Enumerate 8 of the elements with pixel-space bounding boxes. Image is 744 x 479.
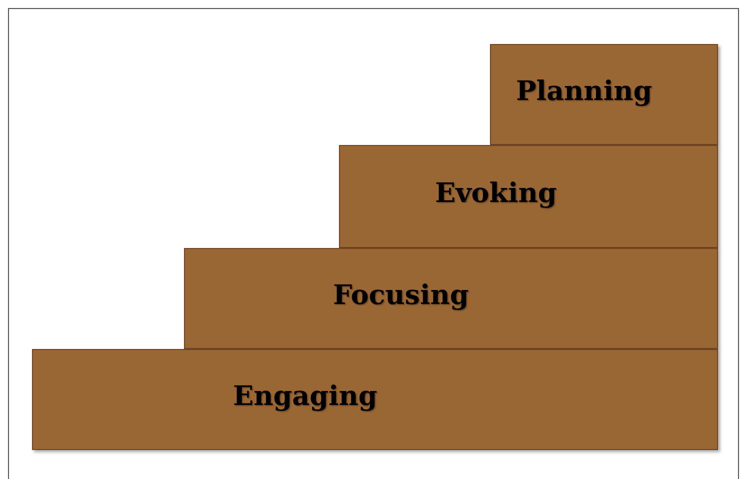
stair-step [339, 145, 718, 248]
stair-step [490, 44, 718, 145]
step-label: Focusing [333, 280, 469, 310]
step-label: Evoking [435, 178, 557, 208]
step-label: Engaging [233, 380, 378, 412]
stair-step [32, 349, 718, 450]
step-label: Planning [516, 76, 652, 106]
stair-step [184, 248, 718, 349]
